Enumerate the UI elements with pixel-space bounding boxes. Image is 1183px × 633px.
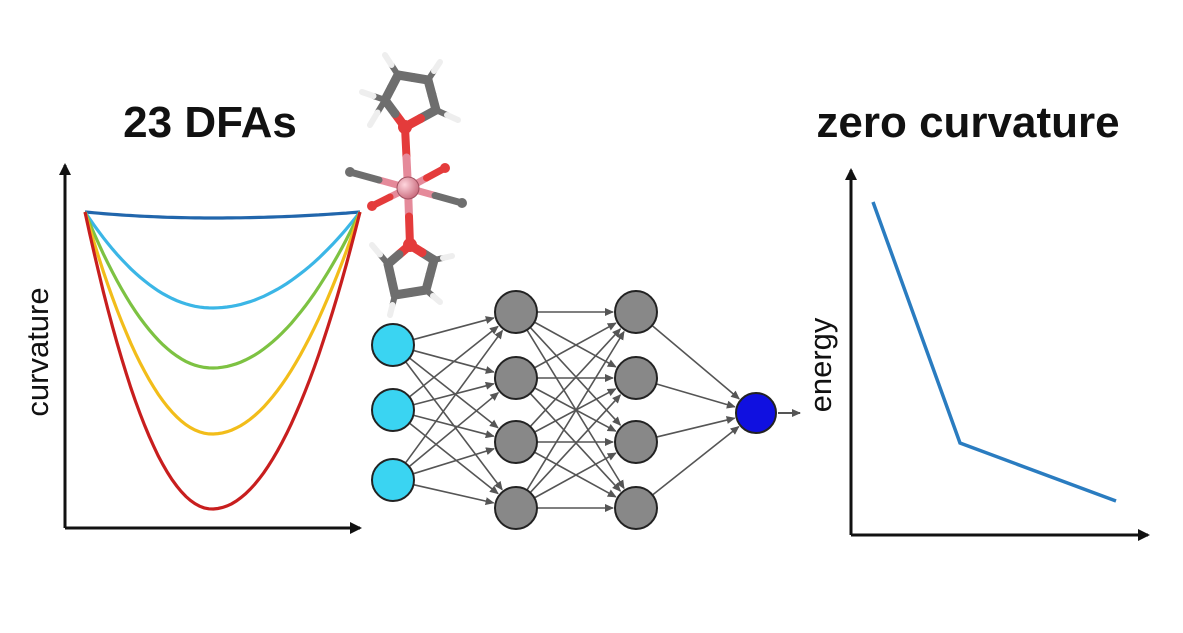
carbon-atom xyxy=(345,167,355,177)
bond xyxy=(430,293,443,305)
node-l2-1 xyxy=(614,356,658,400)
carbon-atom xyxy=(457,198,467,208)
node-l2-2 xyxy=(614,420,658,464)
edge-l1-0-1 xyxy=(534,321,617,368)
edge-l1-1-0 xyxy=(534,322,617,369)
edge-l0-2-2 xyxy=(412,447,495,475)
node-l2-3 xyxy=(614,486,658,530)
node-l0-1 xyxy=(371,388,415,432)
node-l1-1 xyxy=(494,356,538,400)
dfa-curve-4 xyxy=(83,211,362,436)
right-y-label: energy xyxy=(803,317,838,412)
bond xyxy=(359,89,377,99)
energy-line xyxy=(871,201,1117,503)
node-l0-2 xyxy=(371,458,415,502)
network-edges xyxy=(404,308,740,512)
bond xyxy=(431,59,443,74)
edge-l1-3-0 xyxy=(526,330,625,491)
node-l1-2 xyxy=(494,420,538,464)
network-nodes xyxy=(371,290,777,530)
oxygen-atom xyxy=(440,163,450,173)
edge-l2-3-0 xyxy=(651,426,740,496)
right-title: zero curvature xyxy=(816,98,1119,147)
edge-l0-2-3 xyxy=(413,483,495,506)
edge-l0-1-2 xyxy=(413,414,495,439)
edge-l0-1-0 xyxy=(408,325,499,398)
edge-l0-1-3 xyxy=(408,422,499,495)
dfa-curves xyxy=(83,210,362,511)
neural-network xyxy=(371,290,777,530)
bond xyxy=(440,253,455,261)
bond xyxy=(387,302,396,318)
dfa-curve-2 xyxy=(83,211,362,310)
edge-l1-0-2 xyxy=(529,326,622,426)
oxygen-atom xyxy=(367,201,377,211)
edge-l0-2-1 xyxy=(408,392,500,468)
edge-l0-1-1 xyxy=(413,381,495,406)
node-l1-3 xyxy=(494,486,538,530)
node-l1-0 xyxy=(494,290,538,334)
left-y-label: curvature xyxy=(20,287,55,416)
bond xyxy=(367,109,381,128)
bond xyxy=(369,242,383,258)
edge-l0-2-0 xyxy=(404,329,504,464)
molecule-structure xyxy=(345,52,467,318)
metal-atom xyxy=(396,176,420,200)
edge-l1-3-2 xyxy=(534,452,617,499)
edge-l1-3-1 xyxy=(529,394,622,494)
left-title: 23 DFAs xyxy=(123,98,297,147)
node-l3-0 xyxy=(735,392,777,434)
dfa-curve-3 xyxy=(83,211,362,370)
edge-l2-1-0 xyxy=(655,383,736,409)
left-panel: 23 DFAs curvature xyxy=(20,98,362,534)
node-l2-0 xyxy=(614,290,658,334)
bond xyxy=(382,52,395,68)
edge-l2-0-0 xyxy=(651,324,740,400)
bond xyxy=(346,168,383,184)
edge-l2-2-0 xyxy=(656,416,736,438)
right-panel: zero curvature energy xyxy=(803,98,1150,541)
edge-l1-2-3 xyxy=(534,451,617,498)
edge-l0-0-2 xyxy=(408,357,499,429)
dfa-curve-1 xyxy=(84,210,361,220)
edge-l1-1-2 xyxy=(534,387,617,432)
node-l0-0 xyxy=(371,323,415,367)
oxygen-atom xyxy=(398,120,412,134)
edge-l0-0-0 xyxy=(413,316,495,341)
dfa-curve-5 xyxy=(83,211,362,511)
oxygen-atom xyxy=(403,238,417,252)
edge-l1-2-0 xyxy=(529,328,622,428)
bond xyxy=(444,112,461,123)
